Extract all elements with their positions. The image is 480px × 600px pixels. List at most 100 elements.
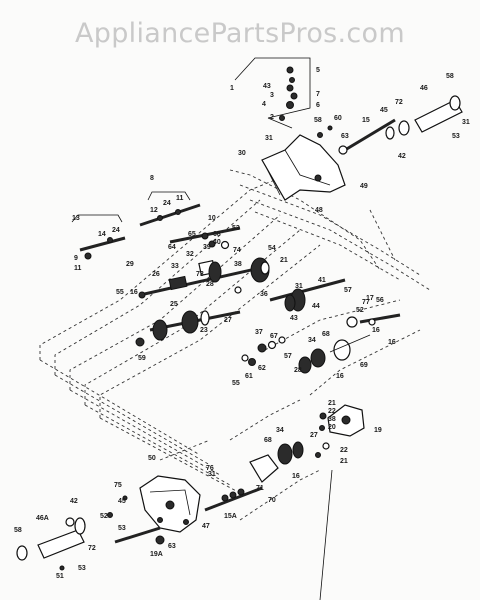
label: 24 [163, 200, 171, 207]
label: 60 [334, 115, 342, 122]
label: 57 [344, 287, 352, 294]
label: 16 [130, 289, 138, 296]
housing-upper [261, 134, 346, 201]
label: 58 [446, 73, 454, 80]
label: 15 [362, 117, 370, 124]
label: 68 [213, 231, 221, 238]
label: 67 [270, 333, 278, 340]
label: 31 [265, 135, 273, 142]
label: 31 [462, 119, 470, 126]
label: 23 [200, 327, 208, 334]
label: 7 [316, 91, 320, 98]
label: 21 [328, 400, 336, 407]
label: 45 [380, 107, 388, 114]
label: 27 [224, 317, 232, 324]
label: 21 [280, 257, 288, 264]
label: 31 [295, 283, 303, 290]
label: 72 [395, 99, 403, 106]
label: 65 [188, 231, 196, 238]
part-labels: 1 43 3 4 5 7 6 2 31 58 60 63 15 45 72 46… [14, 67, 470, 580]
label: 16 [388, 339, 396, 346]
label: 55 [116, 289, 124, 296]
label: 64 [168, 244, 176, 251]
label: 69 [360, 362, 368, 369]
vertical-reference-line [319, 469, 333, 600]
label: 45 [118, 498, 126, 505]
watermark-text: AppliancePartsPros.com [75, 18, 405, 49]
label: 61 [245, 373, 253, 380]
label: 11 [176, 195, 184, 202]
lower-bevel-pair [204, 441, 304, 512]
label: 36 [260, 291, 268, 298]
label: 55 [232, 380, 240, 387]
label: 3 [270, 92, 274, 99]
label: 13 [72, 215, 80, 222]
label: 1 [230, 85, 234, 92]
label: 4 [262, 101, 266, 108]
label: 58 [14, 527, 22, 534]
label: 43 [263, 83, 271, 90]
label: 9 [74, 255, 78, 262]
label: 26 [152, 271, 160, 278]
label: 53 [232, 225, 240, 232]
shift-lever-group [71, 191, 201, 260]
label: 37 [255, 329, 263, 336]
label: 6 [316, 102, 320, 109]
label: 29 [126, 261, 134, 268]
label: 43 [290, 315, 298, 322]
label: 62 [258, 365, 266, 372]
right-mid-shaft [269, 278, 401, 328]
label: 21 [340, 458, 348, 465]
label: 58 [314, 117, 322, 124]
label: 57 [284, 353, 292, 360]
label: 11 [74, 265, 82, 272]
label: 48 [315, 207, 323, 214]
label: 56 [376, 297, 384, 304]
label: 70 [268, 497, 276, 504]
label: 42 [70, 498, 78, 505]
label: 72 [88, 545, 96, 552]
label: 24 [112, 227, 120, 234]
top-bracket-cluster [234, 57, 311, 129]
label: 63 [168, 543, 176, 550]
label: 53 [118, 525, 126, 532]
label: 74 [233, 247, 241, 254]
lower-right-cap [315, 404, 365, 458]
label: 71 [256, 485, 264, 492]
label: 17 [366, 295, 374, 302]
label: 33 [171, 263, 179, 270]
label: 59 [138, 355, 146, 362]
label: 53 [78, 565, 86, 572]
mid-bearing-cluster [241, 334, 371, 374]
label: 38 [234, 261, 242, 268]
label: 77 [362, 299, 370, 306]
label: 46A [36, 515, 49, 522]
label: 12 [150, 207, 158, 214]
label: 63 [341, 133, 349, 140]
label: 20 [328, 424, 336, 431]
label: 46 [420, 85, 428, 92]
label: 42 [398, 153, 406, 160]
label: 22 [340, 447, 348, 454]
label: 34 [276, 427, 284, 434]
label: 41 [318, 277, 326, 284]
label: 73 [196, 271, 204, 278]
lower-left-gear-stack [135, 310, 241, 347]
label: 8 [150, 175, 154, 182]
label: 49 [360, 183, 368, 190]
label: 28 [294, 367, 302, 374]
label: 31 [208, 471, 216, 478]
label: 2 [270, 114, 274, 121]
label: 68 [264, 437, 272, 444]
label: 15A [224, 513, 237, 520]
label: 16 [372, 327, 380, 334]
label: 54 [268, 245, 276, 252]
label: 44 [312, 303, 320, 310]
label: 14 [98, 231, 106, 238]
label: 16 [292, 473, 300, 480]
label: 19 [374, 427, 382, 434]
label: 5 [316, 67, 320, 74]
label: 38 [328, 416, 336, 423]
